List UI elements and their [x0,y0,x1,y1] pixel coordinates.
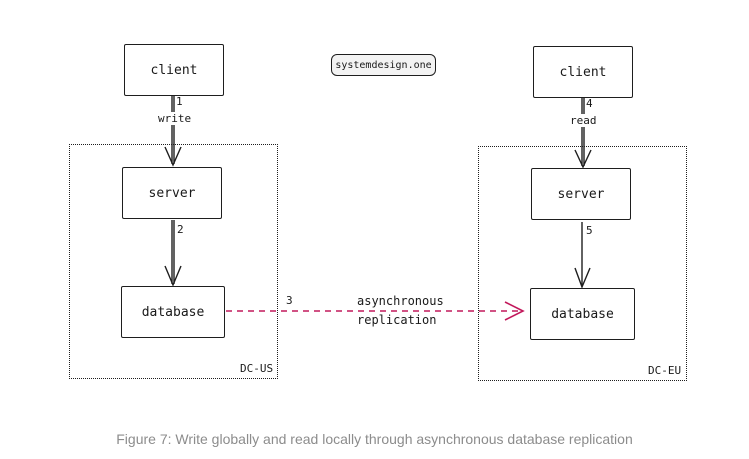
region-dc-us [69,144,278,379]
edge-step4-number: 4 [586,97,593,110]
edge-step3-label-line1: asynchronous [357,294,444,308]
node-client-eu-label: client [559,64,607,80]
node-client-eu: client [533,46,633,98]
brand-badge-text: systemdesign.one [335,59,432,71]
figure-caption: Figure 7: Write globally and read locall… [116,431,633,447]
node-database-eu-label: database [551,306,614,322]
node-server-us-label: server [148,185,196,201]
edge-step1-label: write [158,112,192,125]
node-server-eu-label: server [557,186,605,202]
brand-badge: systemdesign.one [331,54,436,76]
node-database-us: database [121,286,225,338]
arrow-server-to-database-us [164,220,182,287]
edge-step2-number: 2 [177,223,184,236]
edge-step5-number: 5 [586,224,593,237]
node-database-us-label: database [141,304,205,320]
node-database-eu: database [530,288,635,340]
arrow-client-to-server-eu [574,98,592,169]
edge-step4-label: read [570,114,597,127]
node-server-eu: server [531,168,631,220]
edge-step3-label-line2: replication [357,313,437,327]
node-client-us: client [124,44,224,96]
region-dc-eu [478,146,687,381]
region-dc-eu-label: DC-EU [648,364,682,377]
arrow-client-to-server-us [164,96,182,167]
edge-step1-number: 1 [176,95,183,108]
arrow-async-replication [226,301,525,321]
edge-step3-number: 3 [286,294,293,307]
node-server-us: server [122,167,222,219]
arrow-server-to-database-eu [574,222,591,289]
region-dc-us-label: DC-US [240,362,274,375]
node-client-us-label: client [150,62,198,78]
